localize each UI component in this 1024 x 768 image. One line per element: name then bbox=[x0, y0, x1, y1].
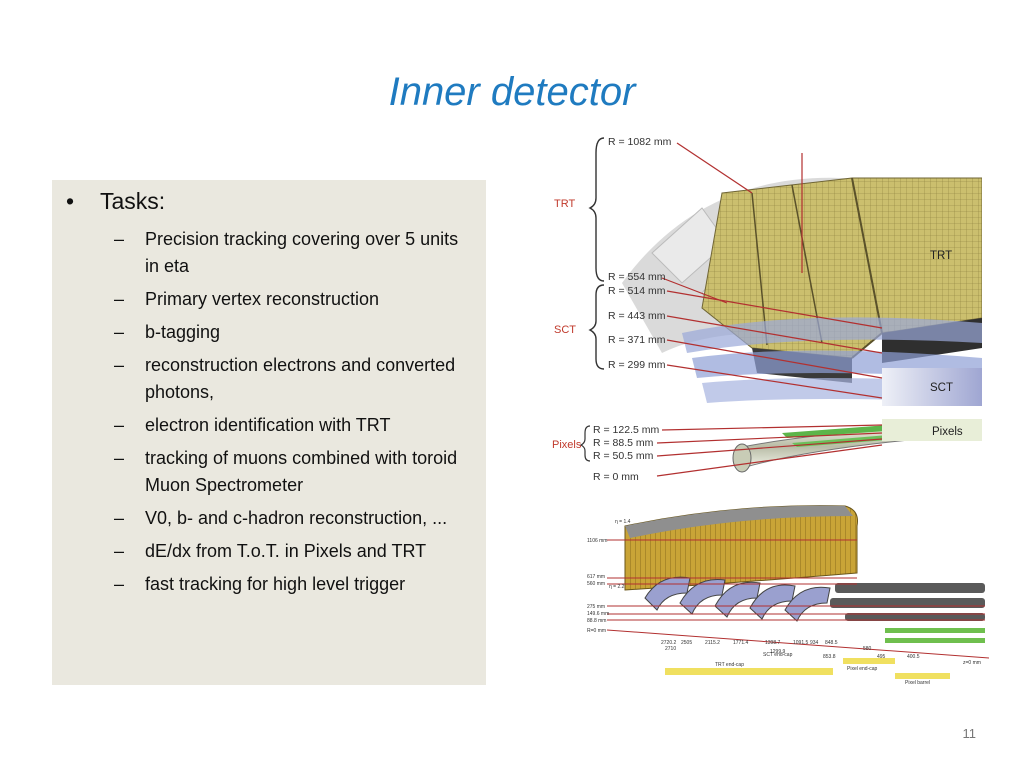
section-label: Pixel end-cap bbox=[847, 666, 878, 672]
pixel-barrel-modules bbox=[830, 583, 985, 621]
sct-end-band bbox=[882, 368, 982, 406]
section-label: SCT end-cap bbox=[763, 652, 793, 658]
list-item: –electron identification with TRT bbox=[114, 412, 464, 439]
eta-label: η = 2.2 bbox=[609, 584, 625, 590]
radius-label: R = 50.5 mm bbox=[593, 450, 654, 462]
z-label: 495 bbox=[877, 654, 886, 660]
z-label: 1771.4 bbox=[733, 640, 749, 646]
dash-icon: – bbox=[114, 508, 125, 528]
radius-label: R = 88.5 mm bbox=[593, 437, 654, 449]
r-label: 149.6 mm bbox=[587, 611, 609, 617]
radius-label: R = 554 mm bbox=[608, 271, 666, 283]
dash-icon: – bbox=[114, 229, 125, 249]
list-item: – reconstruction electrons and converted… bbox=[114, 352, 464, 406]
z-label: 400.5 bbox=[907, 654, 920, 660]
trt-endcap-bar bbox=[665, 668, 833, 675]
list-item: –Precision tracking covering over 5 unit… bbox=[114, 226, 464, 280]
list-item-text: tracking of muons combined with toroid M… bbox=[145, 448, 458, 495]
list-item: – dE/dx from T.o.T. in Pixels and TRT bbox=[114, 538, 464, 565]
endcap-detector-diagram: η = 1.4 η = 2.2 1106 mm 617 mm 560 mm 27… bbox=[587, 505, 989, 686]
side-label-sct: SCT bbox=[930, 382, 953, 394]
pixels-band bbox=[882, 419, 982, 441]
section-label: Pixel barrel bbox=[905, 680, 930, 686]
tasks-heading: Tasks: bbox=[100, 188, 166, 214]
radius-label: R = 1082 mm bbox=[608, 136, 672, 148]
r-label: 275 mm bbox=[587, 604, 605, 610]
radius-label: R = 371 mm bbox=[608, 334, 666, 346]
dash-icon: – bbox=[114, 322, 125, 342]
r-label: 1106 mm bbox=[587, 538, 607, 544]
z-label: 1091.5 bbox=[793, 640, 809, 646]
list-item: – tracking of muons combined with toroid… bbox=[114, 445, 464, 499]
list-item-text: V0, b- and c-hadron reconstruction, ... bbox=[145, 508, 448, 528]
eta-label: η = 1.4 bbox=[615, 519, 631, 525]
section-label: TRT end-cap bbox=[715, 662, 744, 668]
list-item: – V0, b- and c-hadron reconstruction, ..… bbox=[114, 505, 464, 532]
tasks-box: • Tasks: –Precision tracking covering ov… bbox=[52, 180, 486, 685]
tasks-heading-row: • Tasks: bbox=[60, 188, 165, 215]
page-number: 11 bbox=[962, 726, 977, 741]
list-item-text: fast tracking for high level trigger bbox=[145, 574, 406, 594]
z-label: 1398.7 bbox=[765, 640, 781, 646]
pixel-barrel-bar bbox=[895, 673, 950, 679]
r-label: R=0 mm bbox=[587, 628, 606, 634]
list-item-text: reconstruction electrons and converted p… bbox=[145, 355, 456, 402]
list-item-text: Precision tracking covering over 5 units… bbox=[145, 229, 459, 276]
tasks-list: –Precision tracking covering over 5 unit… bbox=[114, 226, 464, 604]
side-label-pixels: Pixels bbox=[932, 426, 963, 438]
barrel-detector-diagram: R = 1082 mm R = 554 mm R = 514 mm R = 44… bbox=[552, 136, 982, 483]
radius-label: R = 514 mm bbox=[608, 285, 666, 297]
list-item: –Primary vertex reconstruction bbox=[114, 286, 464, 313]
group-label-sct: SCT bbox=[554, 324, 576, 336]
bullet-icon: • bbox=[66, 188, 75, 214]
z-label: 2505 bbox=[681, 640, 692, 646]
dash-icon: – bbox=[114, 289, 125, 309]
list-item-text: b-tagging bbox=[145, 322, 221, 342]
z-label: z=0 mm bbox=[963, 660, 981, 666]
z-label: 2720.2 bbox=[661, 640, 677, 646]
group-label-pixels: Pixels bbox=[552, 439, 582, 451]
group-label-trt: TRT bbox=[554, 198, 575, 210]
radius-label: R = 122.5 mm bbox=[593, 424, 659, 436]
sct-endcap-disks bbox=[644, 576, 831, 622]
list-item-text: electron identification with TRT bbox=[145, 415, 391, 435]
z-label: 1299.9 bbox=[770, 649, 786, 655]
dash-icon: – bbox=[114, 541, 125, 561]
z-label: 853.8 bbox=[823, 654, 836, 660]
list-item-text: Primary vertex reconstruction bbox=[145, 289, 380, 309]
z-label: 2115.2 bbox=[705, 640, 720, 646]
dash-icon: – bbox=[114, 355, 125, 375]
r-label: 560 mm bbox=[587, 581, 605, 587]
z-label: 580 bbox=[863, 646, 872, 652]
sct-endcap-bar bbox=[843, 658, 895, 664]
z-label: 848.5 bbox=[825, 640, 838, 646]
dash-icon: – bbox=[114, 448, 125, 468]
radius-label: R = 0 mm bbox=[593, 471, 639, 483]
dash-icon: – bbox=[114, 415, 125, 435]
list-item: – b-tagging bbox=[114, 319, 464, 346]
z-label: 934 bbox=[810, 640, 819, 646]
r-label: 88.8 mm bbox=[587, 618, 606, 624]
z-label: 2710 bbox=[665, 646, 676, 652]
slide-title: Inner detector bbox=[388, 70, 636, 114]
radius-label: R = 443 mm bbox=[608, 310, 666, 322]
r-label: 617 mm bbox=[587, 574, 605, 580]
side-label-trt: TRT bbox=[930, 250, 952, 262]
list-item-text: dE/dx from T.o.T. in Pixels and TRT bbox=[145, 541, 427, 561]
radius-label: R = 299 mm bbox=[608, 359, 666, 371]
list-item: – fast tracking for high level trigger bbox=[114, 571, 464, 598]
dash-icon: – bbox=[114, 574, 125, 594]
